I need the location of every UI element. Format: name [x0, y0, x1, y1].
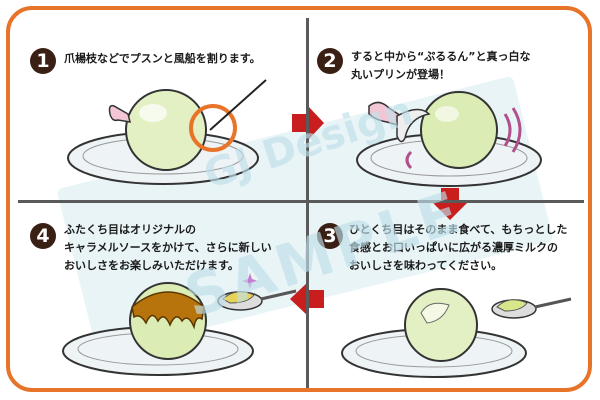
step-panel-4: 4 ふたくち目はオリジナルの キャラメルソースをかけて、さらに新しい おいしさを… [18, 203, 306, 388]
horizontal-divider [18, 200, 584, 203]
step-text-1: 爪楊枝などでプスンと風船を割ります。 [64, 52, 261, 65]
arrow-down-icon [432, 188, 468, 220]
vertical-divider [306, 18, 309, 388]
step-number-4: 4 [30, 223, 56, 249]
step-text-2: すると中から“ぷるるん”と真っ白な 丸いプリンが登場！ [351, 50, 531, 81]
balloon-pudding-illustration [67, 79, 267, 185]
step-panel-2: 2 すると中から“ぷるるん”と真っ白な 丸いプリンが登場！ [309, 18, 584, 200]
step-panel-3: 3 ひとくち目はそのまま食べて、もちっとした 食感とお口いっぱいに広がる濃厚ミル… [309, 203, 584, 388]
step-number-2: 2 [317, 48, 343, 74]
revealed-pudding-illustration [356, 91, 542, 187]
step-text-4: ふたくち目はオリジナルの キャラメルソースをかけて、さらに新しい おいしさをお楽… [64, 223, 272, 272]
spoon-pudding-illustration [341, 288, 572, 378]
step-number-3: 3 [317, 223, 343, 249]
caramel-pudding-illustration [62, 273, 297, 376]
step-text-3: ひとくち目はそのまま食べて、もちっとした 食感とお口いっぱいに広がる濃厚ミルクの… [349, 223, 568, 272]
instruction-frame: 1 爪楊枝などでプスンと風船を割ります。 2 すると中から“ぷるるん”と真っ白な… [6, 6, 592, 392]
step-number-1: 1 [30, 48, 56, 74]
step-panel-1: 1 爪楊枝などでプスンと風船を割ります。 [18, 18, 306, 200]
